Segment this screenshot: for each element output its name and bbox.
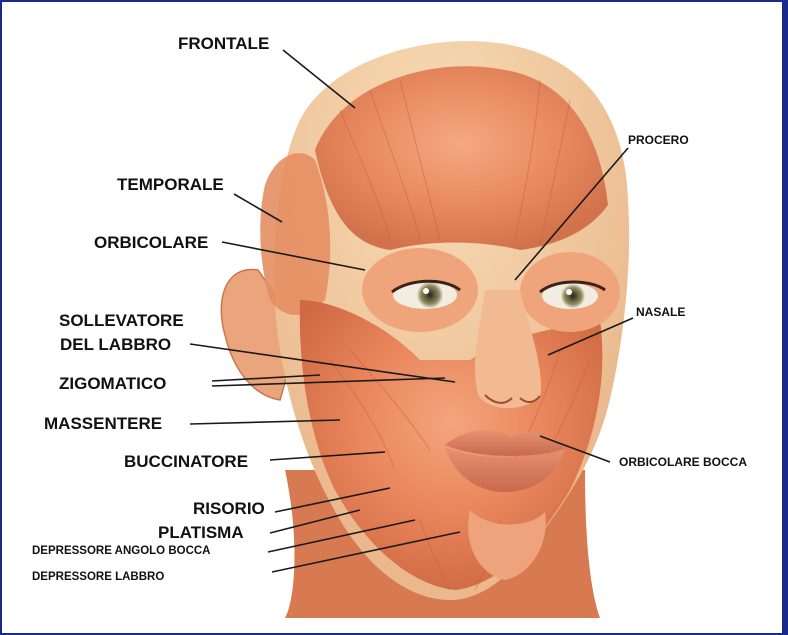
- label-orbicolare: ORBICOLARE: [94, 234, 208, 251]
- label-nasale: NASALE: [636, 306, 685, 318]
- label-platisma: PLATISMA: [158, 524, 244, 541]
- label-sollevatore: SOLLEVATORE: [59, 312, 184, 329]
- label-orbicolare-bocca: ORBICOLARE BOCCA: [619, 456, 747, 468]
- label-buccinatore: BUCCINATORE: [124, 453, 248, 470]
- label-depressore-labbro: DEPRESSORE LABBRO: [32, 572, 164, 584]
- label-depressore-angolo-bocca: DEPRESSORE ANGOLO BOCCA: [32, 546, 210, 558]
- label-massentere: MASSENTERE: [44, 415, 162, 432]
- label-risorio: RISORIO: [193, 500, 265, 517]
- label-del-labbro: DEL LABBRO: [60, 336, 171, 353]
- label-temporale: TEMPORALE: [117, 176, 224, 193]
- left-iris: [417, 282, 443, 308]
- right-iris: [561, 284, 585, 308]
- label-zigomatico: ZIGOMATICO: [59, 375, 166, 392]
- temporalis-shape: [260, 153, 330, 315]
- label-frontale: FRONTALE: [178, 35, 269, 52]
- label-procero: PROCERO: [628, 134, 689, 146]
